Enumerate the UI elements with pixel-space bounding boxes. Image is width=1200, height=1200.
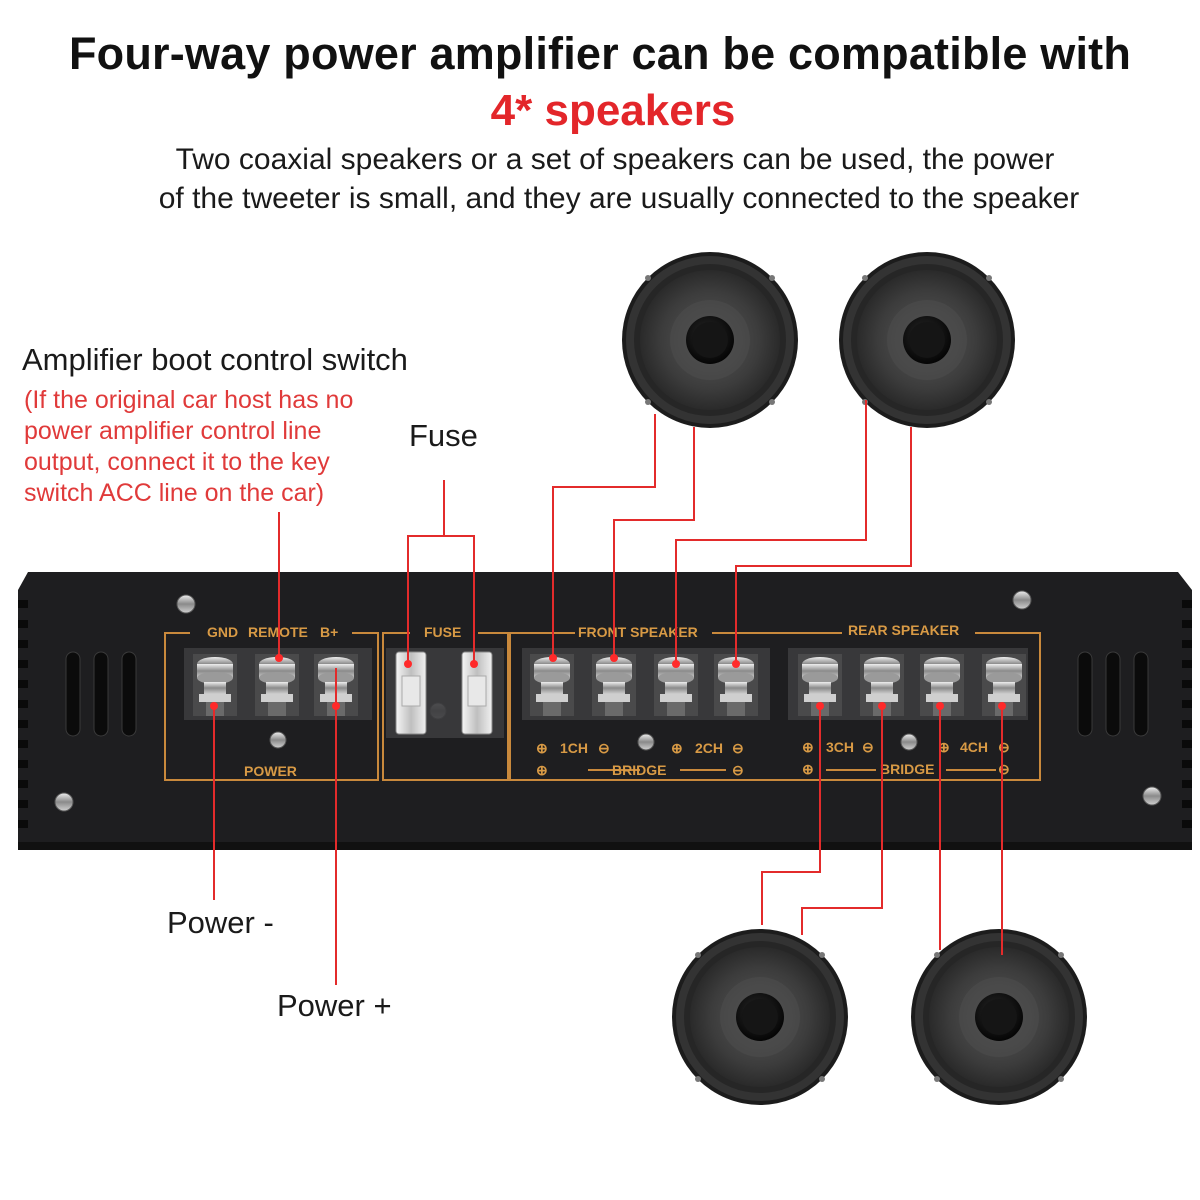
- label-2ch: 2CH: [695, 740, 723, 756]
- svg-text:⊕: ⊕: [671, 740, 683, 756]
- svg-text:⊖: ⊖: [998, 739, 1010, 755]
- terminal-remote: [255, 654, 299, 716]
- subtitle-line-2: of the tweeter is small, and they are us…: [158, 182, 1080, 215]
- callout-power-minus: Power -: [167, 905, 274, 940]
- svg-text:⊖: ⊖: [732, 740, 744, 756]
- label-rear-speaker: REAR SPEAKER: [848, 622, 959, 638]
- callout-boot-note-4: switch ACC line on the car): [24, 479, 325, 507]
- label-bridge-rear: BRIDGE: [880, 761, 934, 777]
- fuse-holder: [395, 651, 493, 735]
- label-front-speaker: FRONT SPEAKER: [578, 624, 698, 640]
- label-4ch: 4CH: [960, 739, 988, 755]
- callout-boot-note-3: output, connect it to the key: [24, 448, 330, 476]
- title-line-1: Four-way power amplifier can be compatib…: [68, 28, 1132, 79]
- wiring-lines: [213, 400, 1003, 985]
- svg-text:⊕: ⊕: [802, 761, 814, 777]
- terminal-front-2: [592, 654, 636, 716]
- speaker-front-left: [622, 252, 798, 428]
- speaker-rear-right: [911, 929, 1087, 1105]
- callout-power-plus: Power +: [277, 988, 392, 1023]
- svg-text:⊖: ⊖: [598, 740, 610, 756]
- svg-text:⊕: ⊕: [536, 762, 548, 778]
- callout-boot-switch: Amplifier boot control switch: [22, 342, 408, 377]
- title-line-2: 4* speakers: [490, 86, 736, 135]
- label-1ch: 1CH: [560, 740, 588, 756]
- svg-text:⊖: ⊖: [998, 761, 1010, 777]
- callout-boot-note-2: power amplifier control line: [24, 417, 322, 445]
- label-3ch: 3CH: [826, 739, 854, 755]
- subtitle-line-1: Two coaxial speakers or a set of speaker…: [175, 143, 1055, 176]
- label-gnd: GND: [207, 624, 238, 640]
- callout-fuse: Fuse: [409, 418, 478, 453]
- svg-text:⊕: ⊕: [938, 739, 950, 755]
- label-bridge-front: BRIDGE: [612, 762, 666, 778]
- label-fuse: FUSE: [424, 624, 461, 640]
- svg-text:⊕: ⊕: [536, 740, 548, 756]
- terminal-front-1: [530, 654, 574, 716]
- label-remote: REMOTE: [248, 624, 308, 640]
- callout-boot-note-1: (If the original car host has no: [24, 386, 354, 414]
- label-bplus: B+: [320, 624, 338, 640]
- svg-text:⊕: ⊕: [802, 739, 814, 755]
- svg-text:⊖: ⊖: [862, 739, 874, 755]
- label-power: POWER: [244, 763, 297, 779]
- speaker-rear-left: [672, 929, 848, 1105]
- terminal-panel-outline: [164, 632, 1041, 781]
- svg-text:⊖: ⊖: [732, 762, 744, 778]
